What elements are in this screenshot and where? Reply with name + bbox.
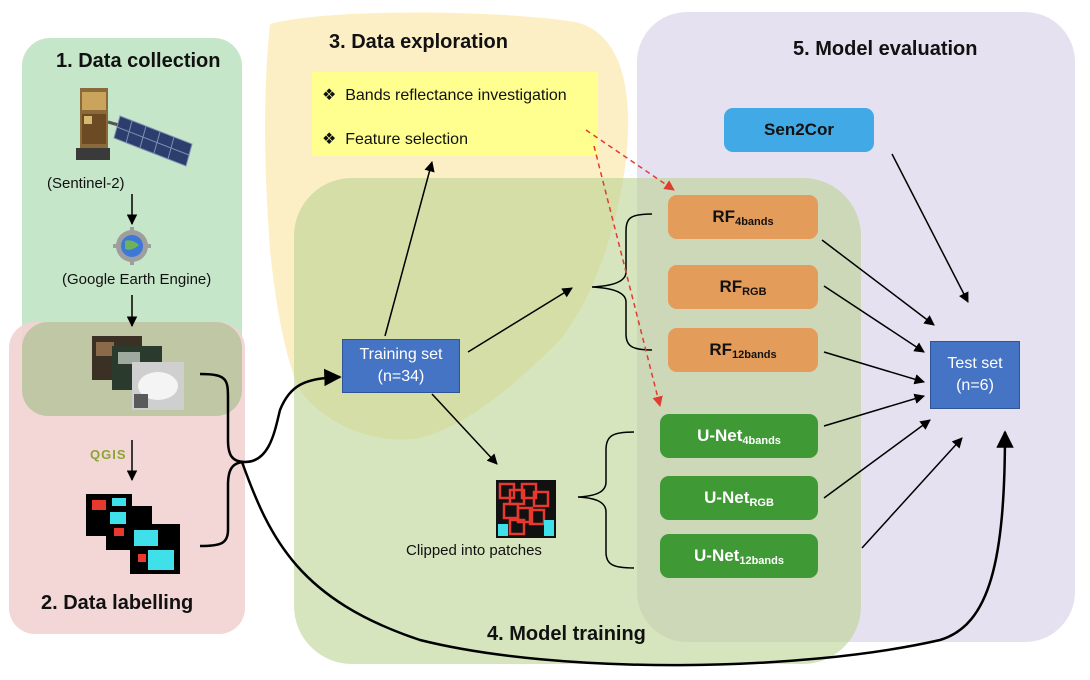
satellite-icon bbox=[76, 88, 193, 167]
test-set-count: (n=6) bbox=[956, 377, 994, 394]
training-set-box: Training set (n=34) bbox=[342, 339, 460, 393]
exploration-item-1: ❖ Bands reflectance investigation bbox=[322, 85, 567, 105]
patches-icon bbox=[496, 480, 556, 538]
exploration-item-label: Feature selection bbox=[345, 131, 468, 148]
test-set-box: Test set (n=6) bbox=[930, 341, 1020, 409]
patches-label: Clipped into patches bbox=[406, 542, 542, 559]
exploration-item-2: ❖ Feature selection bbox=[322, 129, 468, 149]
model-name: RF bbox=[712, 207, 736, 226]
google-earth-engine-icon bbox=[113, 227, 151, 265]
model-name: RF bbox=[719, 277, 743, 296]
training-set-count: (n=34) bbox=[377, 368, 425, 385]
exploration-title: 3. Data exploration bbox=[329, 31, 508, 53]
satellite-images-icon bbox=[92, 336, 184, 410]
test-set-label: Test set bbox=[947, 355, 1003, 372]
sen2cor-label: Sen2Cor bbox=[764, 120, 834, 139]
labelling-title: 2. Data labelling bbox=[41, 592, 194, 614]
model-variant: 4bands bbox=[742, 435, 781, 447]
exploration-list bbox=[312, 72, 598, 156]
bullet-icon: ❖ bbox=[322, 131, 337, 148]
evaluation-title: 5. Model evaluation bbox=[793, 38, 978, 60]
model-variant: 4bands bbox=[735, 216, 774, 228]
model-variant: 12bands bbox=[739, 555, 784, 567]
qgis-logo: QGIS bbox=[90, 447, 127, 462]
training-title: 4. Model training bbox=[487, 623, 646, 645]
satellite-label: (Sentinel-2) bbox=[47, 175, 125, 192]
model-variant: RGB bbox=[749, 497, 774, 509]
model-name: U-Net bbox=[694, 546, 740, 565]
model-variant: RGB bbox=[742, 286, 767, 298]
curve-to-test-set bbox=[240, 430, 1014, 667]
gee-label: (Google Earth Engine) bbox=[62, 271, 212, 288]
model-name: U-Net bbox=[697, 426, 743, 445]
model-name: U-Net bbox=[704, 488, 750, 507]
labelled-masks-icon bbox=[86, 494, 180, 574]
model-variant: 12bands bbox=[732, 349, 777, 361]
training-set-label: Training set bbox=[359, 346, 443, 363]
collection-title: 1. Data collection bbox=[56, 50, 221, 72]
sen2cor-box: Sen2Cor bbox=[724, 108, 874, 152]
bullet-icon: ❖ bbox=[322, 87, 337, 104]
model-name: RF bbox=[709, 340, 733, 359]
exploration-item-label: Bands reflectance investigation bbox=[345, 87, 567, 104]
